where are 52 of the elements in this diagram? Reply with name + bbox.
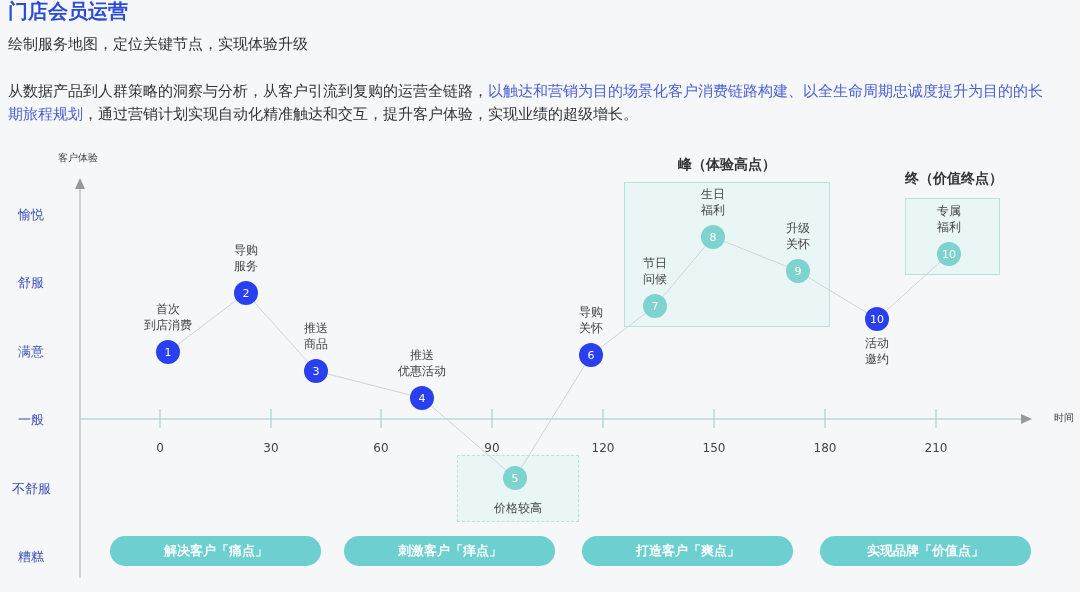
connector-line [807,276,868,314]
step-label: 导购服务 [233,242,259,274]
connector-line [885,261,941,312]
subtitle: 绘制服务地图，定位关键节点，实现体验升级 [8,35,308,54]
step-circle: 10 [865,307,889,331]
tick-label: 0 [155,441,165,455]
step-circle: 4 [410,386,434,410]
step-label: 生日福利 [700,186,726,218]
tick-label: 210 [923,441,949,455]
step-circle: 1 [156,340,180,364]
tick-label: 30 [262,441,280,455]
step-circle: 2 [234,281,258,305]
box-heading: 峰（体验高点） [677,156,777,172]
step-label: 导购关怀 [578,304,604,336]
step-circle: 6 [579,343,603,367]
y-level-label: 一般 [17,411,45,429]
stage-pill: 刺激客户「痒点」 [344,536,555,566]
connector-line [253,301,309,363]
tick-label: 90 [483,441,501,455]
axis-title: 时间 [1054,411,1074,425]
connector-line [430,405,507,471]
step-label: 节日问候 [642,255,668,287]
connector-line [520,364,586,469]
connector-line [177,299,237,346]
step-circle: 3 [304,359,328,383]
step-label: 专属福利 [936,203,962,235]
step-label: 首次到店消费 [143,301,193,333]
y-level-label: 满意 [17,343,45,361]
connector-line [600,312,646,349]
box-heading: 终（价值终点） [905,170,1000,186]
y-level-label: 不舒服 [10,480,52,498]
tick-label: 180 [812,441,838,455]
stage-pill: 打造客户「爽点」 [582,536,793,566]
stage-pill: 实现品牌「价值点」 [820,536,1031,566]
step-label: 推送商品 [303,320,329,352]
y-level-label: 糟糕 [17,548,45,566]
tick-label: 150 [701,441,727,455]
y-level-label: 愉悦 [17,206,45,224]
stage-pill: 解决客户「痛点」 [110,536,321,566]
connector-line [723,240,788,268]
connector-line [327,373,411,396]
y-level-label: 舒服 [17,274,45,292]
step-label: 活动邀约 [864,335,890,367]
title: 门店会员运营 [8,0,128,25]
connector-line [662,245,706,298]
step-label: 升级关怀 [785,220,811,252]
tick-label: 60 [372,441,390,455]
axis-title: 客户体验 [58,151,98,165]
step-label: 推送优惠活动 [397,347,447,379]
tick-label: 120 [590,441,616,455]
box-caption: 价格较高 [493,500,543,516]
intro-paragraph: 从数据产品到人群策略的洞察与分析，从客户引流到复购的运营全链路，以触达和营销为目的场景化客户消费链路构建、以全生命周期忠诚度提升为目的的长期旅程规划，通过营销计划实现自动化精准触达和交互，提升客户体验，实现业绩的超级增长。 [8,81,1044,125]
